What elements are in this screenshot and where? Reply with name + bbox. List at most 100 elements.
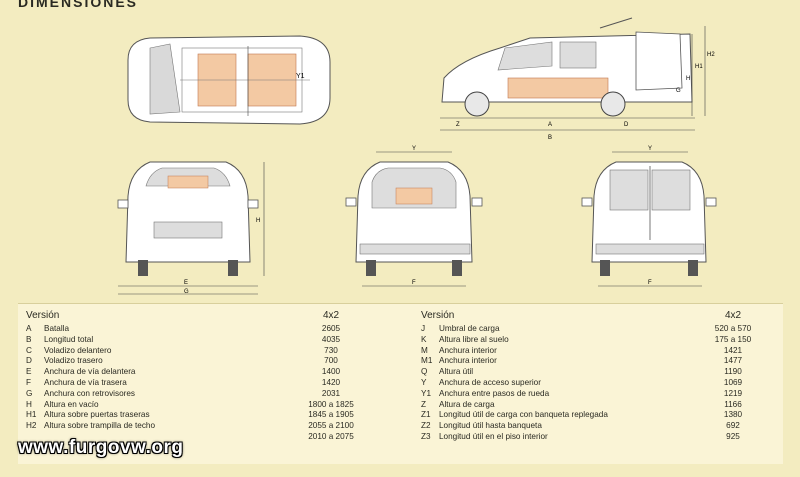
spec-code: Q [421, 367, 428, 377]
spec-label: Anchura de acceso superior [439, 377, 541, 387]
spec-code: F [26, 377, 32, 387]
spec-value: 1477 [723, 356, 743, 366]
spec-label: Anchura entre pasos de rueda [439, 388, 550, 398]
spec-value: 520 a 570 [714, 324, 752, 333]
spec-label: Anchura con retrovisores [44, 388, 136, 398]
front-e-label: E [184, 280, 188, 286]
spec-label: Anchura interior [439, 356, 497, 366]
spec-row: K Altura libre al suelo 175 a 150 [421, 335, 776, 346]
spec-value: 1069 [723, 377, 743, 387]
dimension-h-label: H [686, 76, 690, 82]
spec-code: M1 [421, 356, 433, 366]
spec-code: Z1 [421, 410, 431, 420]
top-view: Y1 [127, 35, 331, 125]
rear-view-right: Y F [581, 146, 717, 287]
rear-right-f-label: F [648, 280, 652, 286]
rear-view-left: Y F [345, 146, 483, 287]
spec-label: Longitud útil hasta banqueta [439, 421, 542, 431]
spec-value: 1845 a 1905 [308, 410, 354, 420]
spec-value: 1421 [723, 345, 743, 355]
spec-value: 730 [324, 345, 338, 355]
spec-value: 925 [726, 431, 740, 441]
watermark-text: www.furgovw.org [18, 437, 184, 458]
header-variant: 4x2 [724, 310, 742, 321]
dimension-g-label: G [676, 88, 681, 94]
header-version: Versión [26, 310, 60, 321]
spec-code: J [421, 324, 426, 333]
header-version: Versión [421, 310, 455, 321]
front-view: H E G [117, 161, 265, 295]
spec-value: 4035 [321, 334, 341, 344]
spec-value: 2031 [321, 388, 341, 398]
spec-value: 175 a 150 [714, 334, 752, 344]
spec-label: Umbral de carga [439, 324, 500, 333]
front-g-label: G [184, 289, 189, 295]
spec-label: Altura en vacío [44, 399, 99, 409]
dimension-y1-label: Y1 [296, 73, 305, 80]
spec-code: D [26, 356, 32, 366]
spec-value: 2605 [321, 324, 341, 333]
dimension-z-label: Z [456, 122, 460, 128]
page-title: DIMENSIONES [18, 0, 139, 10]
side-view: Z A D B H2 H1 H G [440, 17, 715, 141]
spec-row: Q Altura útil 1190 [421, 367, 776, 378]
spec-value: 2055 a 2100 [308, 421, 354, 431]
spec-label: Longitud útil de carga con banqueta repl… [439, 410, 608, 420]
spec-row: G Anchura con retrovisores 2031 [26, 389, 386, 400]
spec-code: H2 [26, 421, 37, 431]
spec-value: 1219 [723, 388, 743, 398]
spec-code: M [421, 345, 428, 355]
spec-code: B [26, 334, 32, 344]
spec-value: 1420 [321, 377, 341, 387]
spec-row: J Umbral de carga 520 a 570 [421, 324, 776, 335]
spec-label: Longitud útil en el piso interior [439, 431, 548, 441]
spec-label: Longitud total [44, 334, 94, 344]
spec-label: Altura útil [439, 367, 474, 377]
spec-value: 2010 a 2075 [308, 431, 354, 441]
front-h-label: H [256, 218, 260, 224]
spec-row: Y1 Anchura entre pasos de rueda 1219 [421, 389, 776, 400]
spec-row: 2010 a 2075 [26, 432, 386, 443]
spec-label: Anchura interior [439, 345, 497, 355]
spec-label: Altura de carga [439, 399, 495, 409]
rear-left-f-label: F [412, 280, 416, 286]
spec-row: Z3 Longitud útil en el piso interior 925 [421, 432, 776, 443]
dimension-d-label: D [624, 122, 629, 128]
spec-code: Z [421, 399, 427, 409]
spec-label: Anchura de vía trasera [44, 377, 127, 387]
spec-label: Altura sobre trampilla de techo [44, 421, 156, 431]
spec-row: F Anchura de vía trasera 1420 [26, 378, 386, 389]
rear-right-y-label: Y [648, 146, 652, 152]
spec-label: Voladizo delantero [44, 345, 112, 355]
spec-header-right: Versión 4x2 [421, 310, 776, 322]
spec-row: M1 Anchura interior 1477 [421, 356, 776, 367]
dimension-a-label: A [548, 122, 552, 128]
spec-value: 1800 a 1825 [308, 399, 354, 409]
spec-code: Y1 [421, 388, 432, 398]
spec-value: 1380 [723, 410, 743, 420]
spec-label: Altura sobre puertas traseras [44, 410, 150, 420]
dimension-b-label: B [548, 135, 552, 141]
spec-value: 692 [726, 421, 740, 431]
spec-code: E [26, 367, 32, 377]
spec-row: Z1 Longitud útil de carga con banqueta re… [421, 410, 776, 421]
spec-code: Z2 [421, 421, 431, 431]
dimension-h1-label: H1 [695, 64, 703, 70]
spec-value: 1400 [321, 367, 341, 377]
spec-label: Batalla [44, 324, 70, 333]
spec-code: G [26, 388, 33, 398]
spec-label: Altura libre al suelo [439, 334, 509, 344]
spec-value: 1190 [724, 367, 742, 377]
spec-code: H1 [26, 410, 37, 420]
spec-code: K [421, 334, 427, 344]
spec-row: Z2 Longitud útil hasta banqueta 692 [421, 421, 776, 432]
spec-code: Z3 [421, 431, 431, 441]
spec-header-left: Versión 4x2 [26, 310, 386, 322]
vehicle-diagram: Y1 Z A D B H2 H1 H G H E [117, 17, 717, 295]
